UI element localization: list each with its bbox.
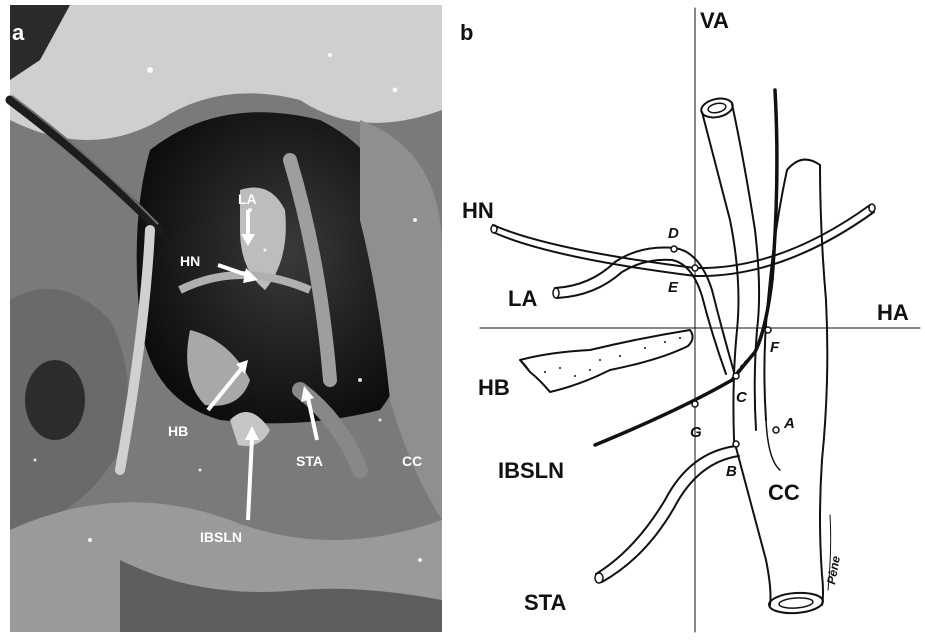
- point-label-c: C: [736, 389, 748, 406]
- external-carotid-inner: [707, 102, 726, 115]
- schematic-drawing-panel: b VA HA HN LA HB IBSLN STA CC D E F C G …: [450, 0, 925, 637]
- common-carotid-right-wall: [820, 460, 823, 605]
- hypoglossal-nerve-end-right: [869, 204, 875, 212]
- photo-label-ibsln: IBSLN: [200, 529, 242, 545]
- label-sta: STA: [524, 590, 566, 615]
- panel-a-letter: a: [12, 20, 25, 45]
- lingual-artery-end: [553, 288, 559, 298]
- point-label-a: A: [783, 415, 795, 432]
- photo-label-sta: STA: [296, 453, 323, 469]
- internal-carotid-top: [787, 160, 820, 170]
- panel-b-letter: b: [460, 20, 473, 45]
- sup-thyroid-artery-lower-edge: [602, 456, 739, 582]
- sup-thyroid-artery-upper-edge: [596, 446, 736, 574]
- axis-label-ha: HA: [877, 300, 909, 325]
- photo-label-la: LA: [238, 191, 257, 207]
- point-f-marker: [765, 327, 771, 333]
- point-label-d: D: [668, 225, 679, 242]
- dissection-photo: a LA HN HB STA IBSLN CC: [0, 0, 450, 637]
- dissection-photo-panel: a LA HN HB STA IBSLN CC: [0, 0, 450, 637]
- label-la: LA: [508, 286, 537, 311]
- point-a-marker: [773, 427, 779, 433]
- point-c-marker: [733, 373, 739, 379]
- external-carotid-lumen: [699, 96, 734, 120]
- hyoid-bone-tip: [520, 360, 530, 372]
- common-carotid-inner: [779, 597, 814, 609]
- photo-label-hn: HN: [180, 253, 200, 269]
- point-label-g: G: [690, 424, 702, 441]
- common-carotid-lumen: [768, 591, 823, 615]
- schematic-drawing: b VA HA HN LA HB IBSLN STA CC D E F C G …: [450, 0, 925, 637]
- hypoglossal-nerve-upper-edge: [493, 205, 870, 268]
- photo-label-hb: HB: [168, 423, 188, 439]
- label-ibsln: IBSLN: [498, 458, 564, 483]
- point-b-marker: [733, 441, 739, 447]
- ibsln-lower-course: [595, 380, 732, 445]
- axis-label-va: VA: [700, 8, 729, 33]
- point-e-marker: [692, 265, 698, 271]
- point-g-marker: [692, 401, 698, 407]
- label-hn: HN: [462, 198, 494, 223]
- point-label-b: B: [726, 463, 737, 480]
- point-d-marker: [671, 246, 677, 252]
- point-label-f: F: [770, 339, 780, 356]
- photo-label-cc: CC: [402, 453, 422, 469]
- artist-signature: Pène: [824, 555, 843, 586]
- common-carotid-left-wall: [734, 440, 771, 605]
- sup-thyroid-artery-end: [595, 573, 603, 583]
- internal-carotid-right-wall: [820, 165, 827, 460]
- label-cc: CC: [768, 480, 800, 505]
- hyoid-bone-outline: [520, 330, 693, 392]
- label-hb: HB: [478, 375, 510, 400]
- lingual-artery-outer: [555, 248, 734, 372]
- point-label-e: E: [668, 279, 679, 296]
- left-recess: [25, 360, 85, 440]
